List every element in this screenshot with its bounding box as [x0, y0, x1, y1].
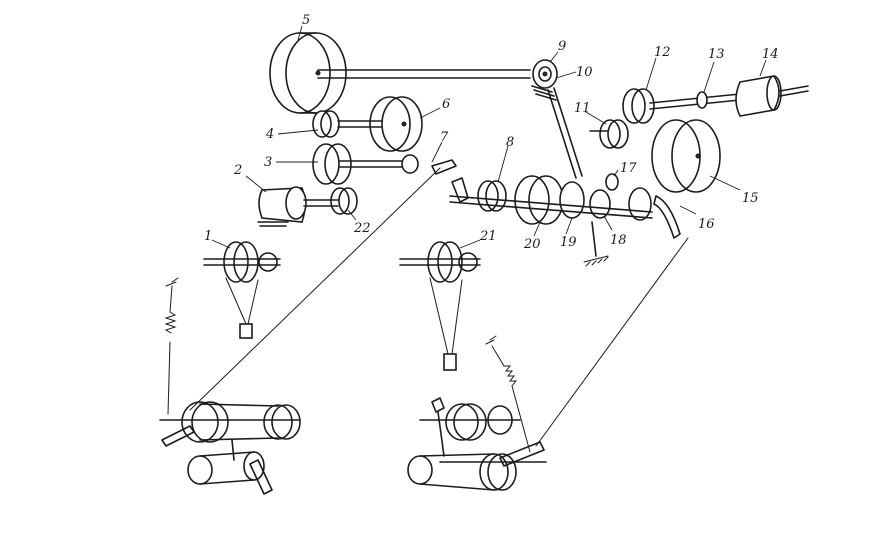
label-11: 11: [574, 101, 591, 116]
label-12: 12: [654, 45, 671, 60]
drum-14: [735, 75, 809, 117]
label-6: 6: [442, 97, 450, 112]
gear-8: [477, 180, 507, 212]
cam-16: [628, 187, 681, 239]
spring-left: [164, 277, 179, 415]
label-2: 2: [233, 163, 242, 178]
label-17: 17: [620, 161, 637, 176]
label-22: 22: [353, 221, 371, 236]
center-shaft: [449, 177, 653, 219]
label-16: 16: [698, 217, 715, 232]
label-18: 18: [610, 233, 627, 248]
vertical-rod: [547, 87, 583, 179]
gear-4: [312, 110, 340, 138]
label-14: 14: [762, 47, 779, 62]
weight-right: [429, 277, 463, 371]
tension-drum-1: [203, 241, 281, 283]
label-7: 7: [440, 130, 449, 145]
label-5: 5: [302, 13, 310, 28]
label-19: 19: [560, 235, 577, 250]
label-4: 4: [265, 127, 274, 142]
shaft-3: [339, 154, 419, 174]
spring-right: [485, 335, 531, 453]
rollers-left-lower: [187, 439, 273, 495]
rollers-right-upper: [419, 397, 521, 457]
top-shaft: [317, 69, 531, 79]
large-pulley-5: [269, 32, 347, 114]
gear-20: [514, 175, 564, 225]
gear-6: [369, 96, 423, 152]
coupling-13: [696, 91, 708, 109]
linkage-rod-right: [535, 237, 689, 447]
label-20: 20: [523, 237, 541, 252]
ground-support: [583, 221, 609, 267]
leader-lines: [211, 25, 767, 249]
label-10: 10: [576, 65, 593, 80]
worm-gear-9: [532, 59, 558, 89]
shaft-4-6: [337, 120, 383, 128]
motor-2: [257, 186, 339, 227]
rollers-left-upper: [159, 401, 301, 447]
gear-3: [312, 143, 352, 185]
gear-12: [622, 88, 655, 124]
label-21: 21: [479, 229, 497, 244]
gear-15: [651, 119, 721, 193]
label-13: 13: [708, 47, 725, 62]
gear-17: [605, 173, 619, 191]
label-1: 1: [204, 229, 212, 244]
part-labels: 1 2 3 4 5 6 7 8 9 10 11 12 13 14 15 16 1…: [204, 13, 779, 252]
gear-22: [330, 187, 358, 215]
label-8: 8: [506, 135, 514, 150]
label-15: 15: [742, 191, 759, 206]
gear-11: [589, 119, 629, 149]
crank-7: [431, 159, 457, 175]
tension-drum-21: [399, 241, 481, 283]
label-9: 9: [558, 39, 566, 54]
label-3: 3: [264, 155, 272, 170]
rollers-right-lower: [407, 441, 547, 491]
gear-18: [589, 189, 611, 219]
linkage-rod-left: [189, 167, 441, 411]
weight-left: [225, 277, 259, 339]
